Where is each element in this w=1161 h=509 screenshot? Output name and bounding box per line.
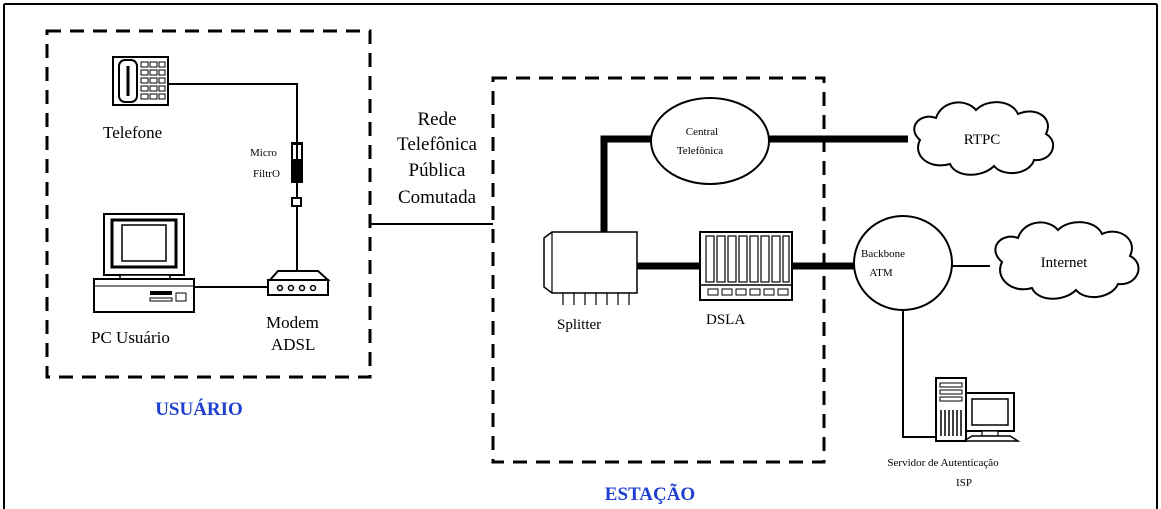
telefone-label: Telefone <box>103 123 162 142</box>
internet-label: Internet <box>1041 255 1088 271</box>
modem-adsl-icon <box>267 270 331 296</box>
servidor-label-line2: ISP <box>956 477 972 489</box>
dsla-icon <box>699 231 793 301</box>
rede-label-line3: Pública <box>409 160 467 181</box>
usuario-group-box <box>45 29 372 379</box>
thick-connections <box>600 135 908 270</box>
central-label-line2: Telefônica <box>677 145 723 157</box>
splitter-icon <box>543 231 638 305</box>
phone-to-filter-line <box>168 83 298 142</box>
modem-label-line1: Modem <box>266 313 319 332</box>
rede-label-line1: Rede <box>417 109 456 130</box>
backbone-atm-node <box>853 215 953 311</box>
dsla-label: DSLA <box>706 312 745 328</box>
estacao-group-box <box>491 76 826 464</box>
rede-label-line2: Telefônica <box>397 134 477 155</box>
splitter-to-central-line <box>600 135 652 236</box>
thin-connections <box>168 83 990 438</box>
micro-filter-icon <box>291 142 303 207</box>
central-label-line1: Central <box>686 126 718 138</box>
backbone-label-line1: Backbone <box>861 248 905 260</box>
estacao-group-label: ESTAÇÃO <box>605 483 695 505</box>
outer-frame <box>3 3 1158 509</box>
usuario-group-label: USUÁRIO <box>155 398 243 420</box>
backbone-to-server-line <box>902 310 935 438</box>
splitter-label: Splitter <box>557 317 601 333</box>
telephone-icon <box>112 56 169 106</box>
micro-filter-label-line1: Micro <box>250 147 277 159</box>
micro-filter-label-line2: FiltrO <box>253 168 280 180</box>
servidor-label-line1: Servidor de Autenticação <box>887 457 999 469</box>
rede-label-line4: Comutada <box>398 187 477 208</box>
modem-label-line2: ADSL <box>271 335 315 354</box>
internet-cloud-icon <box>994 221 1140 300</box>
server-computer-icon <box>935 377 1021 442</box>
pc-icon <box>93 213 195 313</box>
backbone-label-line2: ATM <box>869 267 892 279</box>
labels: Telefone Micro FiltrO PC Usuário Modem A… <box>91 109 1088 505</box>
pc-usuario-label: PC Usuário <box>91 328 170 347</box>
rtpc-cloud-icon <box>913 101 1055 176</box>
central-telefonica-node <box>650 97 770 185</box>
rtpc-label: RTPC <box>964 132 1001 148</box>
